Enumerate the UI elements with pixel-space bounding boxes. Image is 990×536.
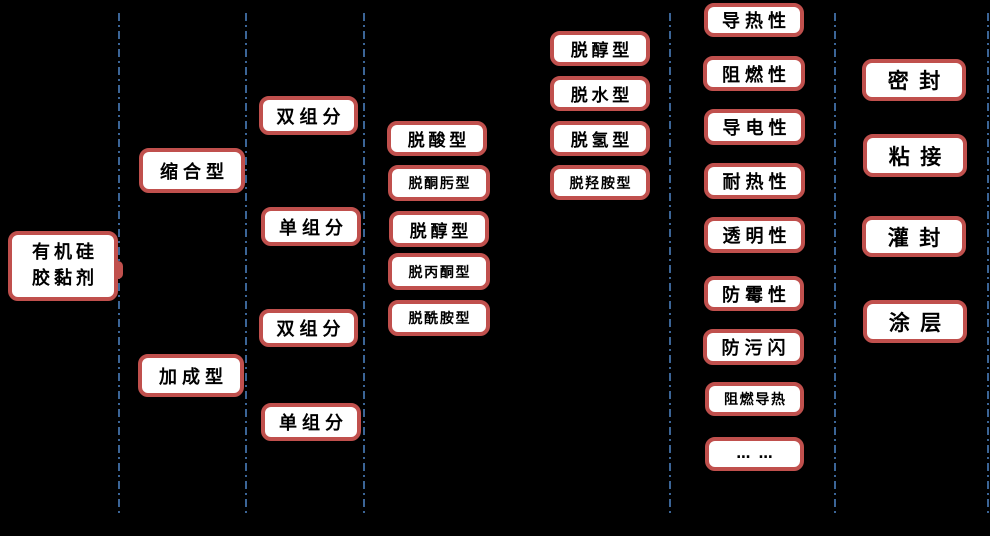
- node-dehydroxylamine-type: 脱羟胺型: [550, 165, 650, 200]
- node-bonding: 粘接: [863, 134, 967, 177]
- root-label-line1: 有机硅: [32, 241, 98, 263]
- node-dehydrogen-type: 脱氢型: [550, 121, 650, 156]
- node-transparency: 透明性: [704, 217, 805, 253]
- node-two-component-2: 双组分: [259, 309, 358, 347]
- node-electrical-conductivity: 导电性: [704, 109, 805, 145]
- node-two-component-1: 双组分: [259, 96, 358, 135]
- node-flame-retardant-thermal: 阻燃导热: [705, 382, 804, 416]
- root-label-line2: 胶黏剂: [32, 268, 98, 289]
- node-dealcohol-type-2: 脱醇型: [550, 31, 650, 66]
- node-deacid-type: 脱酸型: [387, 121, 487, 156]
- node-condensation-type: 缩合型: [139, 148, 245, 193]
- node-heat-resistance: 耐热性: [704, 163, 805, 199]
- node-mold-resistance: 防霉性: [704, 276, 804, 311]
- node-deacetone-type: 脱丙酮型: [388, 253, 490, 290]
- node-ellipsis-more: … …: [705, 437, 804, 471]
- root-connector-stub: [113, 261, 123, 279]
- node-anti-pollution-flashover: 防污闪: [703, 329, 804, 365]
- node-one-component-1: 单组分: [261, 207, 361, 246]
- node-root-organosilicon-adhesive: 有机硅 胶黏剂: [8, 231, 118, 301]
- node-coating: 涂层: [863, 300, 967, 343]
- node-addition-type: 加成型: [138, 354, 244, 397]
- node-one-component-2: 单组分: [261, 403, 361, 441]
- node-deketoxime-type: 脱酮肟型: [388, 165, 490, 201]
- node-potting: 灌封: [862, 216, 966, 257]
- node-dealcohol-type-1: 脱醇型: [389, 211, 489, 247]
- node-flame-retardancy: 阻燃性: [703, 56, 805, 91]
- node-dewater-type: 脱水型: [550, 76, 650, 111]
- node-deamide-type: 脱酰胺型: [388, 300, 490, 336]
- node-thermal-conductivity: 导热性: [704, 3, 804, 37]
- node-sealing: 密封: [862, 59, 966, 101]
